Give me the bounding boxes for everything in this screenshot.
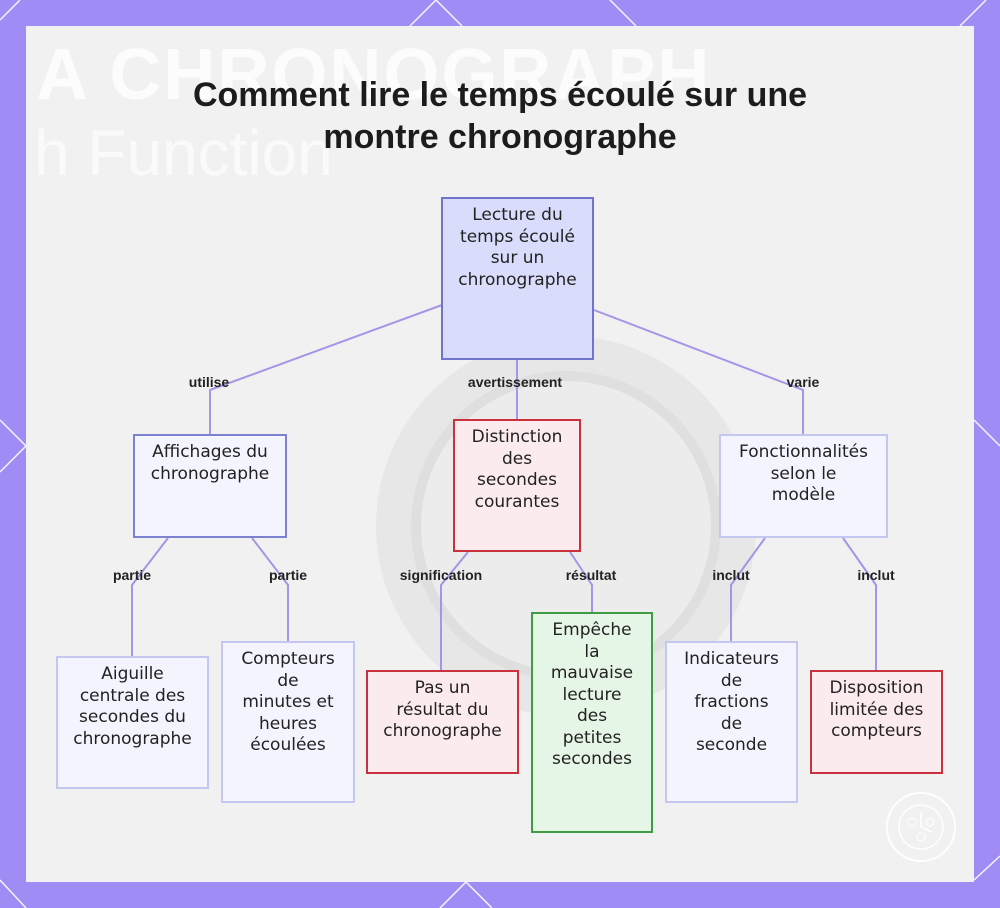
node-fonctionnalites: Fonctionnalités selon le modèle [719, 434, 888, 538]
node-indicateurs-line: seconde [695, 735, 768, 755]
edge-affichages-aiguille [131, 537, 169, 656]
title-line-1: Comment lire le temps écoulé sur une [192, 76, 808, 114]
node-affichages: Affichages du chronographe [133, 434, 287, 538]
edge-label-inclut-2: inclut [857, 567, 895, 583]
node-indicateurs: Indicateurs de fractions de seconde [665, 641, 798, 803]
edge-label-signification: signification [399, 567, 483, 583]
node-compteurs-line: heures [259, 713, 317, 734]
node-distinction: Distinction des secondes courantes [453, 419, 581, 552]
node-aiguille-line: chronographe [73, 728, 192, 749]
background-watermark-line-1: A CHRONOGRAPH [36, 35, 712, 115]
node-empeche-line: Empêche [552, 620, 632, 640]
edge-label-partie-1: partie [112, 567, 152, 583]
node-pas-resultat-line: résultat du [396, 699, 489, 720]
edge-label-inclut-1: inclut [712, 567, 750, 583]
node-compteurs-line: Compteurs [241, 649, 335, 669]
node-empeche-line: lecture [562, 684, 622, 705]
node-compteurs-line: écoulées [250, 735, 326, 755]
node-distinction-line: secondes [477, 470, 557, 490]
node-aiguille-line: secondes du [79, 707, 186, 727]
node-disposition: Disposition limitée des compteurs [810, 670, 943, 774]
node-root-line: chronographe [458, 269, 577, 290]
node-aiguille: Aiguille centrale des secondes du chrono… [56, 656, 209, 789]
node-compteurs-line: minutes et [242, 692, 334, 712]
node-indicateurs-line: de [720, 713, 743, 734]
node-fonctionnalites-line: modèle [771, 485, 836, 505]
edge-affichages-compteurs [251, 537, 289, 641]
node-disposition-line: limitée des [829, 699, 924, 720]
edge-label-resultat: résultat [565, 567, 617, 583]
edge-root-fonctionnalites [593, 309, 804, 434]
title-line-2: montre chronographe [323, 118, 677, 156]
node-indicateurs-line: fractions [694, 692, 769, 712]
node-root-line: sur un [490, 248, 545, 268]
node-root-line: Lecture du [472, 205, 563, 225]
node-indicateurs-line: Indicateurs [684, 649, 779, 669]
node-empeche-line: des [576, 706, 608, 726]
edge-distinction-pas-resultat [440, 551, 469, 670]
node-pas-resultat-line: Pas un [414, 678, 471, 698]
node-disposition-line: Disposition [829, 678, 924, 698]
edge-root-affichages [209, 304, 443, 434]
edge-label-varie: varie [786, 374, 820, 390]
node-empeche-line: la [584, 641, 600, 662]
edge-label-partie-2: partie [268, 567, 308, 583]
background-watermark-line-2: h Function [34, 117, 333, 189]
node-aiguille-line: Aiguille [101, 664, 164, 684]
node-affichages-line: chronographe [150, 463, 270, 484]
node-aiguille-line: centrale des [79, 685, 186, 706]
node-root: Lecture du temps écoulé sur un chronogra… [441, 197, 594, 360]
node-fonctionnalites-line: Fonctionnalités [739, 442, 868, 462]
node-compteurs: Compteurs de minutes et heures écoulées [221, 641, 355, 803]
node-empeche-line: mauvaise [550, 663, 634, 683]
node-empeche: Empêche la mauvaise lecture des petites … [531, 612, 653, 833]
node-affichages-line: Affichages du [152, 442, 268, 462]
watch-logo-icon [886, 792, 956, 862]
node-distinction-line: courantes [474, 491, 560, 512]
page-title: Comment lire le temps écoulé sur une mon… [26, 74, 974, 158]
node-root-line: temps écoulé [460, 226, 575, 247]
node-distinction-line: Distinction [471, 427, 563, 447]
edge-fonctionnalites-disposition [842, 537, 877, 670]
node-pas-resultat: Pas un résultat du chronographe [366, 670, 519, 774]
edge-label-utilise: utilise [188, 374, 230, 390]
node-compteurs-line: de [277, 670, 299, 691]
node-pas-resultat-line: chronographe [383, 721, 502, 741]
node-distinction-line: des [501, 448, 533, 469]
node-empeche-line: petites [562, 727, 622, 748]
edge-label-avertissement: avertissement [467, 374, 563, 390]
node-empeche-line: secondes [552, 749, 632, 769]
node-indicateurs-line: de [720, 670, 743, 691]
edge-distinction-empeche [569, 551, 593, 612]
node-disposition-line: compteurs [831, 721, 922, 741]
edge-fonctionnalites-indicateurs [730, 537, 766, 641]
node-fonctionnalites-line: selon le [770, 463, 837, 484]
